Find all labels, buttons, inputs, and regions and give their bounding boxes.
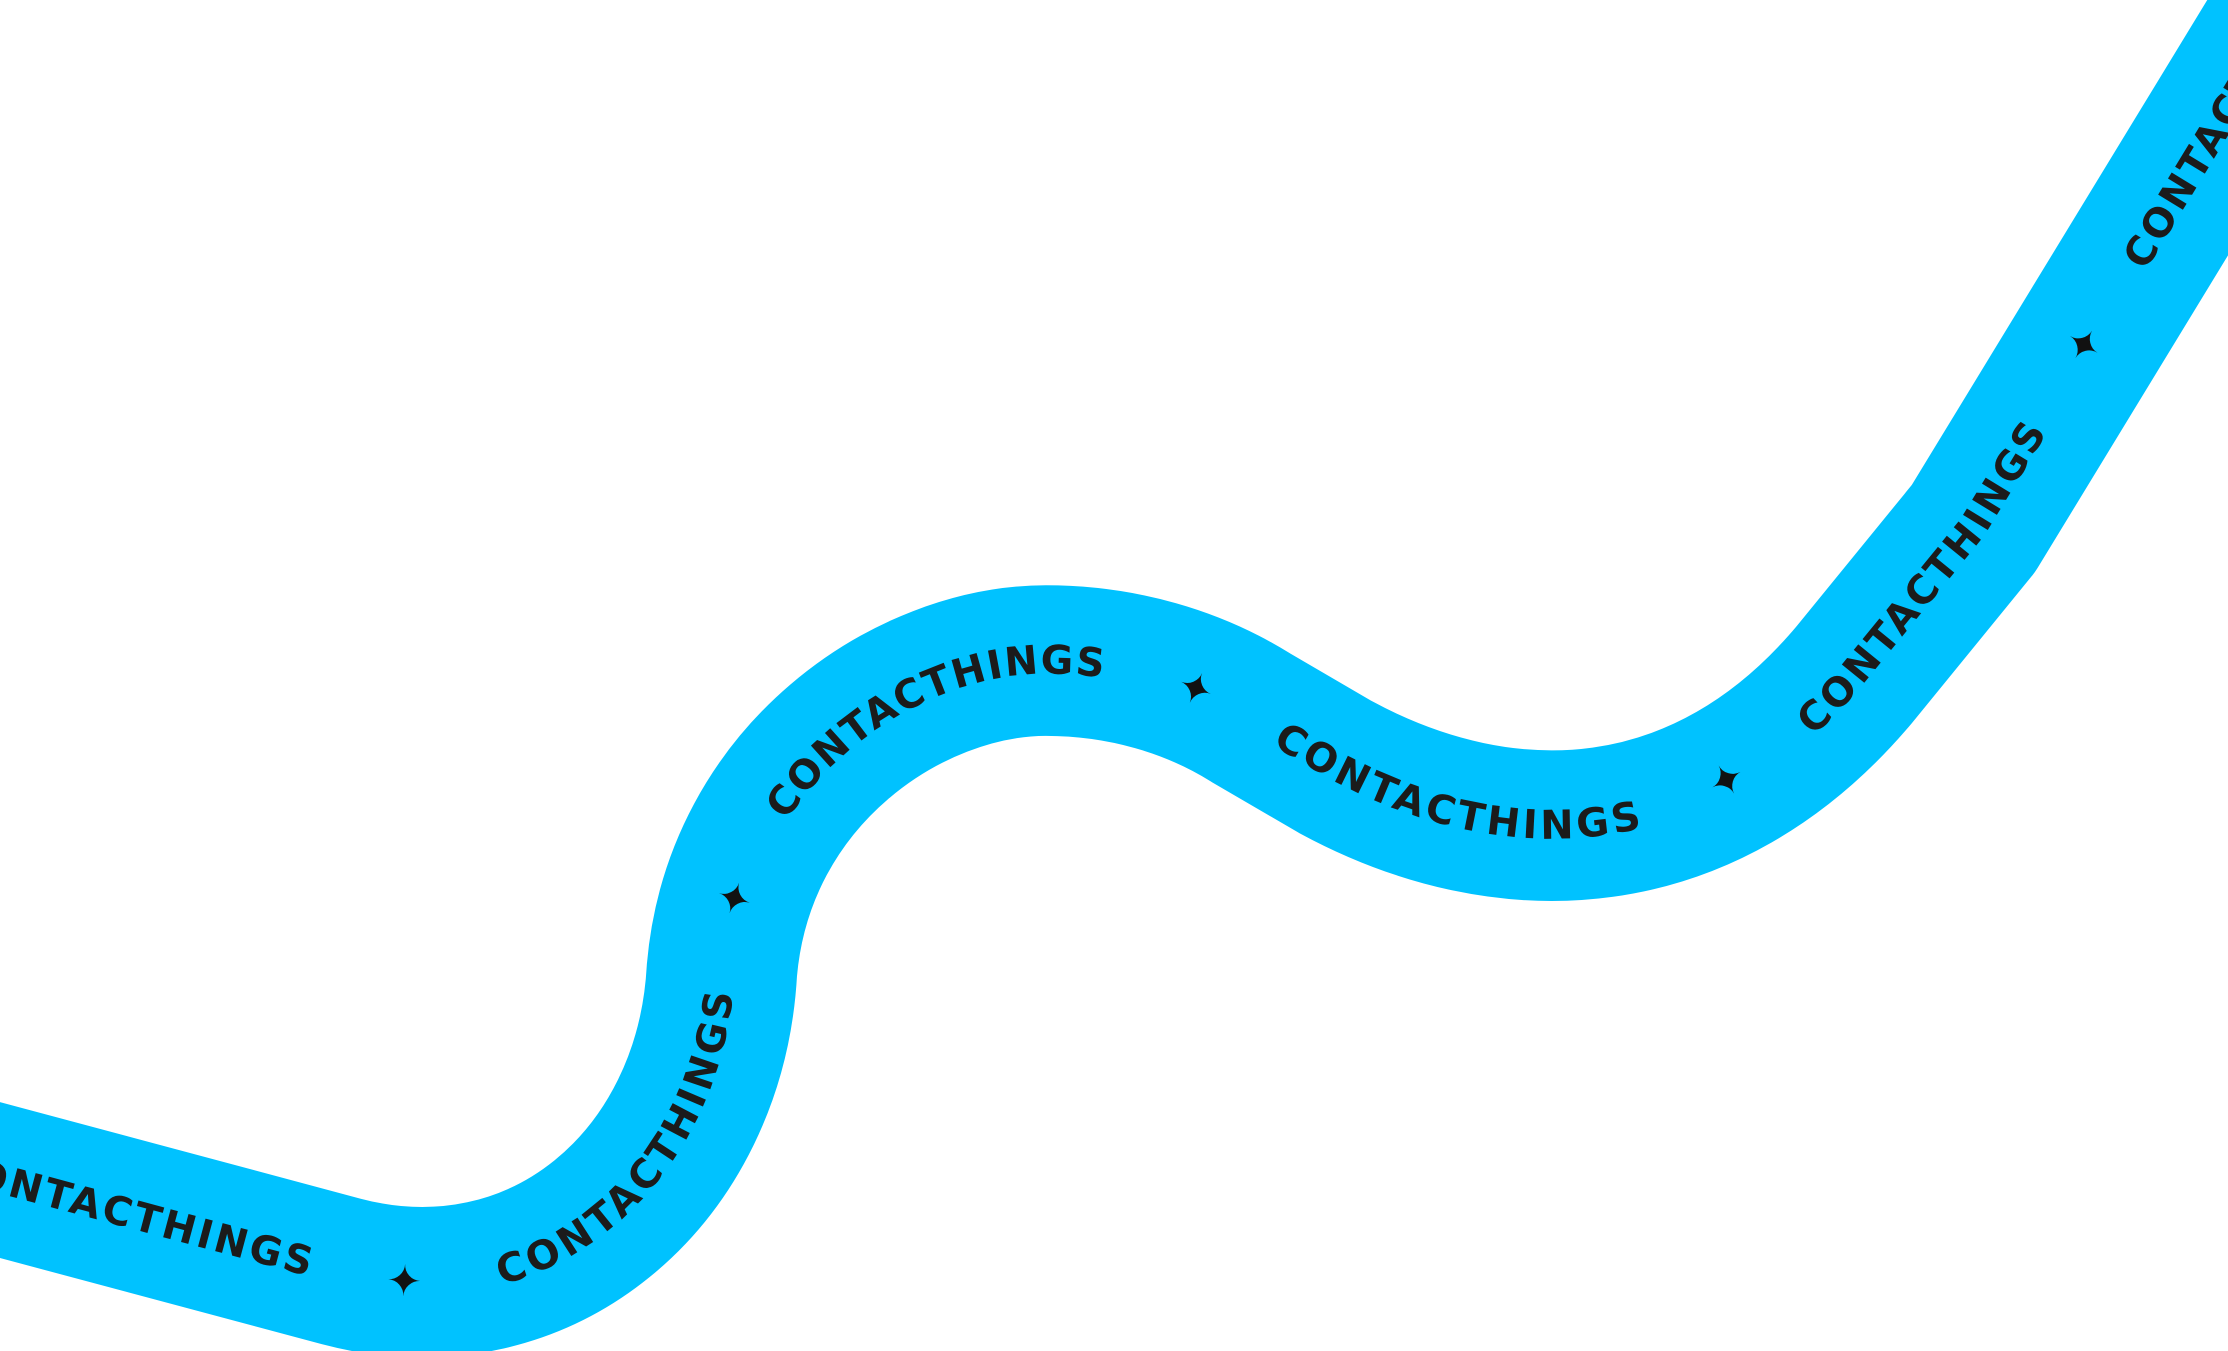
- ribbon-word: CONTACTHINGS: [0, 0, 19, 23]
- sparkle-icon: ✦: [0, 0, 20, 25]
- ribbon-text: CONTACTHINGS ✦ CONTACTHINGS ✦ CONTACTHIN…: [0, 0, 2228, 1308]
- sparkle-icon: ✦: [385, 1256, 426, 1308]
